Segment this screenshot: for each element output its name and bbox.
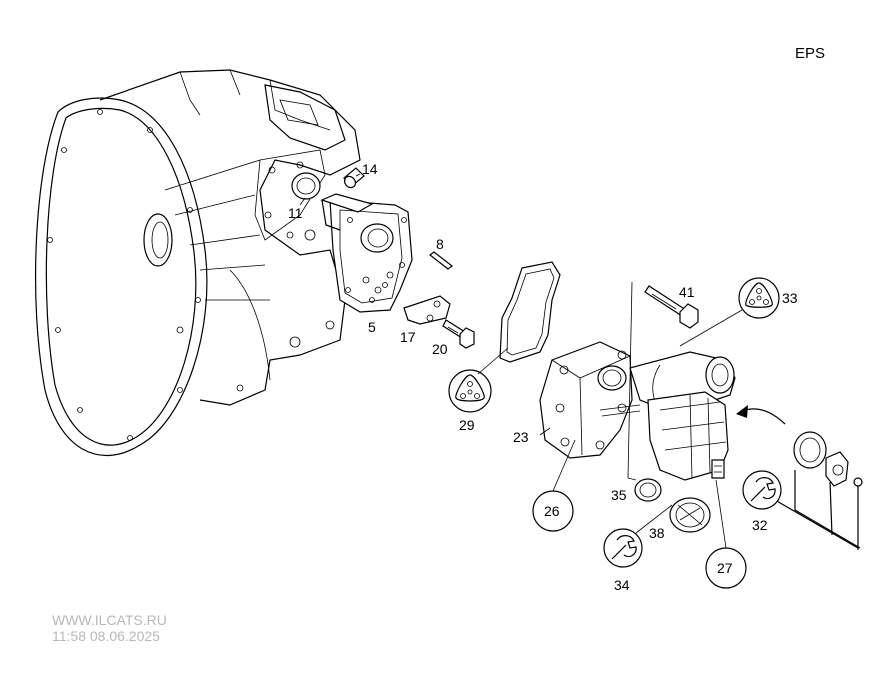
callout-38: 38 <box>649 525 665 541</box>
part-11-seal <box>291 172 321 200</box>
part-23-gasket <box>499 261 561 363</box>
transmission-housing <box>35 69 361 457</box>
callout-32: 32 <box>752 517 768 533</box>
callout-labels: 14 11 8 5 17 20 41 33 29 23 35 26 38 27 … <box>288 161 798 593</box>
valve-block-assembly <box>539 341 736 481</box>
callout-35: 35 <box>611 487 627 503</box>
triangle-plate-icon <box>448 369 492 413</box>
callout-20: 20 <box>432 341 448 357</box>
part-35-seal <box>634 478 662 502</box>
part-20-bolt <box>442 319 475 349</box>
part-8-pin <box>429 251 453 270</box>
part-5-flange <box>320 193 413 313</box>
callout-41: 41 <box>679 284 695 300</box>
callout-8: 8 <box>436 236 444 252</box>
watermark-timestamp: 11:58 08.06.2025 <box>52 628 160 644</box>
callout-23: 23 <box>513 429 529 445</box>
callout-26: 26 <box>544 503 560 519</box>
callout-27: 27 <box>717 560 733 576</box>
part-14-dowel <box>343 167 365 189</box>
wrench-icon <box>742 470 782 510</box>
callout-29: 29 <box>459 417 475 433</box>
callout-33: 33 <box>782 290 798 306</box>
callout-34: 34 <box>614 577 630 593</box>
part-32-kit <box>736 405 863 550</box>
diagram-code: EPS <box>795 45 825 62</box>
wrench-icon <box>603 528 643 568</box>
part-17-bracket <box>403 295 451 325</box>
part-38-cap <box>669 497 711 533</box>
callout-17: 17 <box>400 329 416 345</box>
triangle-plate-icon <box>738 277 780 319</box>
callout-5: 5 <box>368 319 376 335</box>
callout-11: 11 <box>288 205 303 221</box>
part-41-bolt <box>644 285 699 329</box>
watermark-site: WWW.ILCATS.RU <box>52 612 167 628</box>
leader-lines <box>299 173 743 549</box>
callout-14: 14 <box>362 161 378 177</box>
